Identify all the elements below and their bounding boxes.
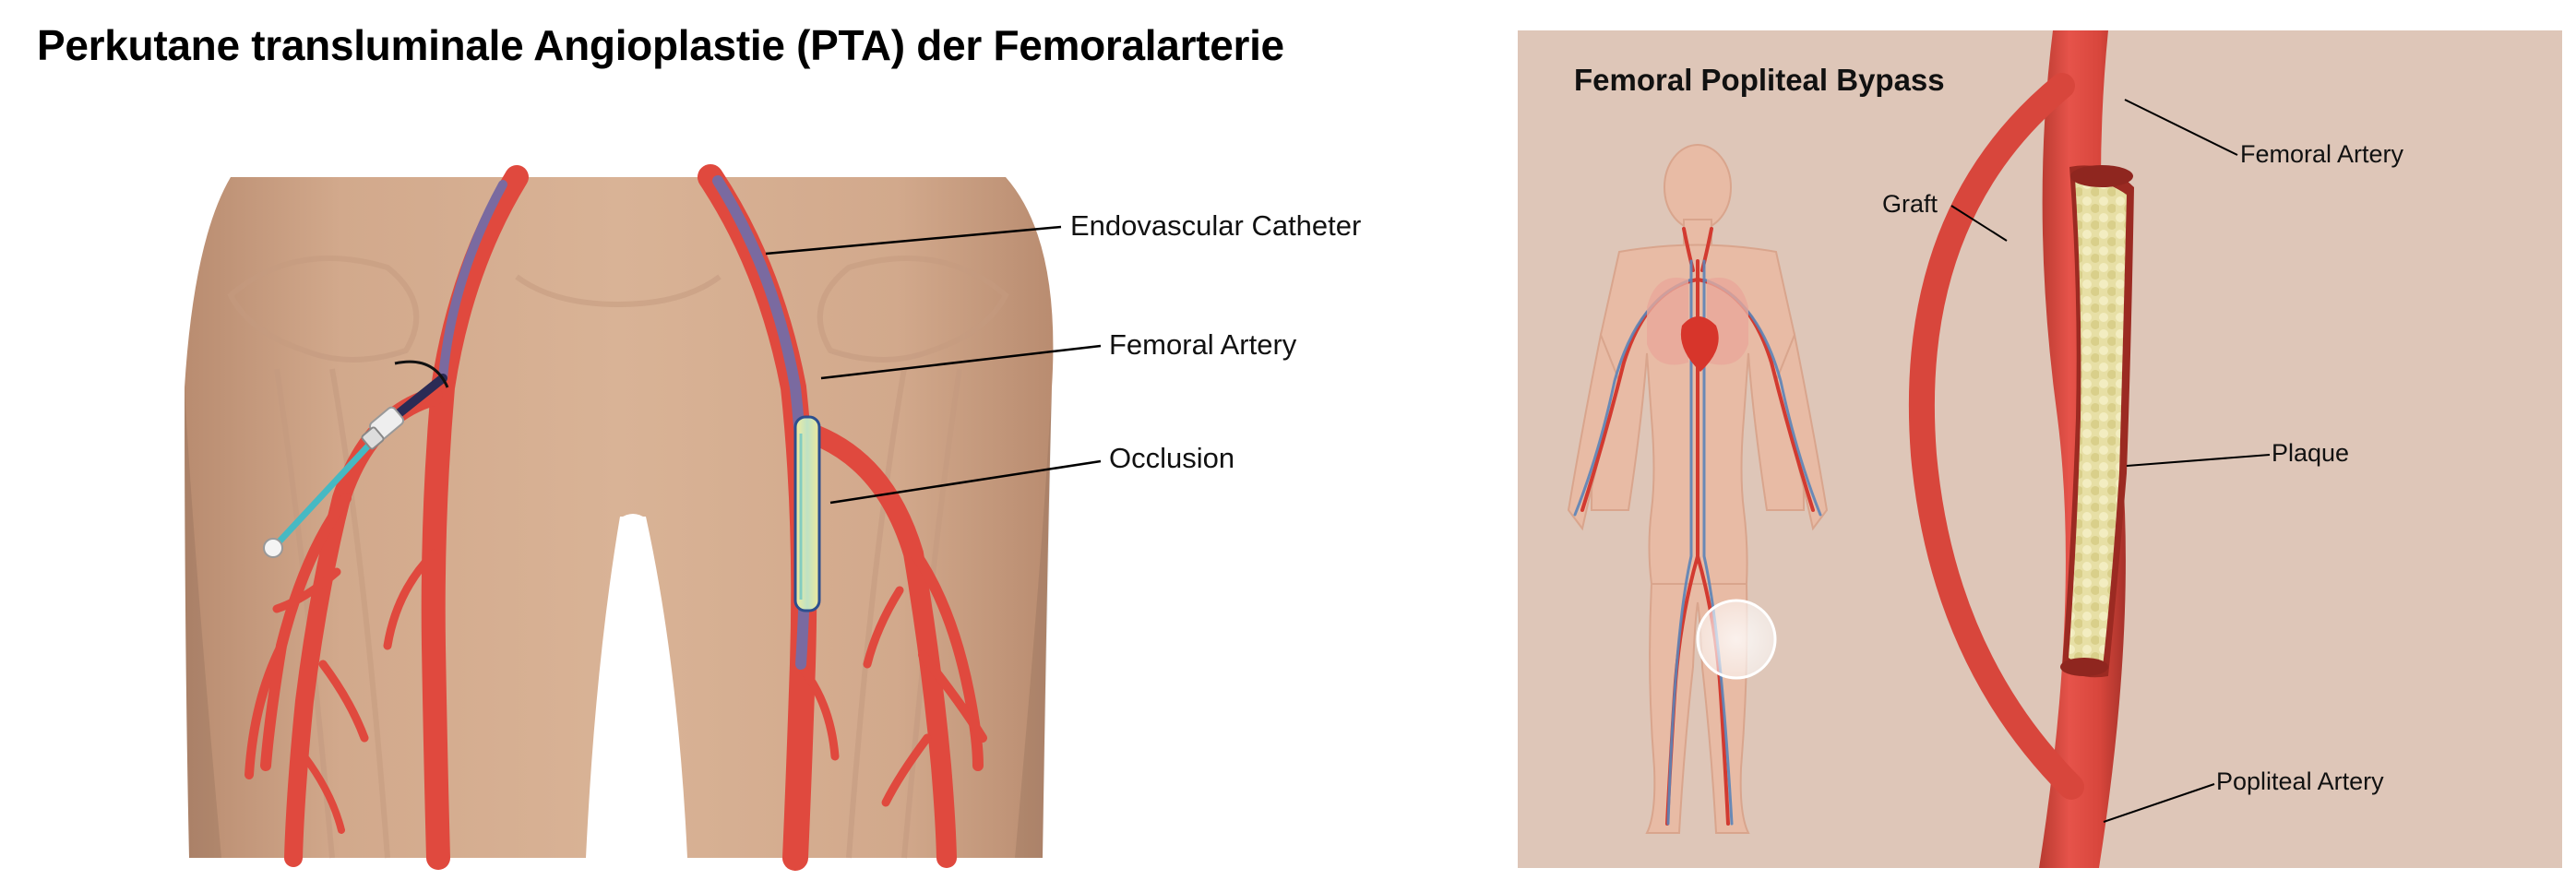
left-leader-lines	[765, 225, 1102, 505]
body-silhouette	[185, 177, 1054, 858]
right-leader-lines	[1950, 99, 2271, 823]
label-graft: Graft	[1882, 190, 1938, 218]
bypass-graft	[1908, 73, 2084, 800]
bypass-illustration	[1518, 30, 2562, 868]
bypass-panel-title: Femoral Popliteal Bypass	[1574, 63, 1945, 97]
label-occlusion: Occlusion	[1109, 442, 1235, 474]
label-endovascular-catheter: Endovascular Catheter	[1070, 209, 1362, 242]
label-popliteal-artery: Popliteal Artery	[2216, 767, 2384, 795]
pta-illustration	[185, 164, 1102, 871]
label-femoral-artery-left: Femoral Artery	[1109, 328, 1297, 361]
body-figure	[1567, 144, 1829, 834]
catheter-sheath	[263, 180, 507, 558]
occlusion-segment	[793, 415, 821, 612]
left-panel-title: Perkutane transluminale Angioplastie (PT…	[37, 21, 1284, 69]
label-femoral-artery-right: Femoral Artery	[2240, 140, 2404, 168]
label-plaque: Plaque	[2272, 439, 2350, 467]
femoral-artery-section	[2039, 30, 2134, 868]
